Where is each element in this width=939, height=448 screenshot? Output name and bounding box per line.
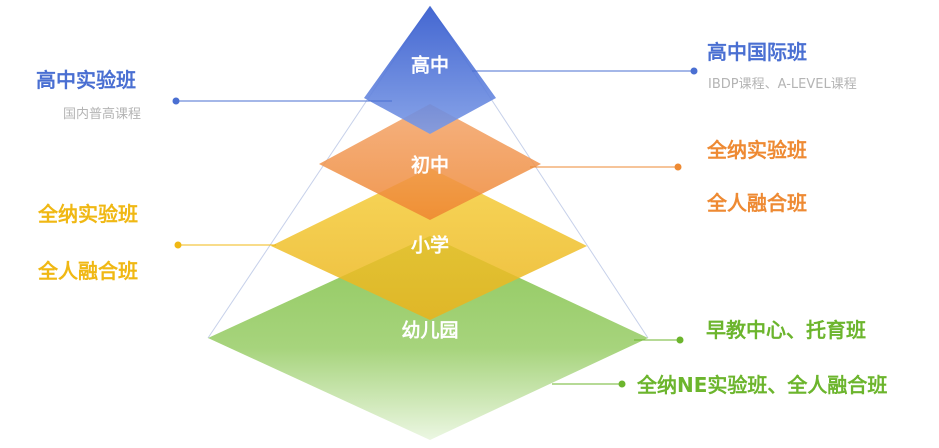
right-kinder-class-1: 早教中心、托育班 [706, 318, 866, 342]
tier-label-high: 高中 [410, 54, 450, 77]
left-high-subtitle: 国内普高课程 [63, 107, 142, 122]
dot-high-left [172, 97, 180, 105]
right-high-subtitle: IBDP课程、A-LEVEL课程 [708, 77, 857, 92]
right-kinder-class-2: 全纳NE实验班、全人融合班 [637, 373, 888, 397]
tier-label-kinder: 幼儿园 [401, 319, 459, 342]
dot-kinder-right-1 [676, 336, 684, 344]
right-middle-class-2: 全人融合班 [707, 191, 807, 215]
kinder-layer [208, 236, 648, 440]
right-high-title: 高中国际班 [707, 40, 807, 64]
dot-middle-right [674, 163, 682, 171]
tier-label-primary: 小学 [410, 234, 450, 257]
left-high-title: 高中实验班 [36, 68, 136, 92]
dot-kinder-right-2 [618, 380, 626, 388]
dot-primary-left [174, 241, 182, 249]
right-middle-class-1: 全纳实验班 [707, 138, 807, 162]
high-layer [364, 6, 496, 134]
primary-layer [271, 168, 587, 320]
dot-high-right [690, 67, 698, 75]
tier-label-middle: 初中 [410, 154, 450, 177]
left-primary-class-1: 全纳实验班 [38, 202, 138, 226]
left-primary-class-2: 全人融合班 [38, 259, 138, 283]
middle-layer [319, 104, 541, 220]
